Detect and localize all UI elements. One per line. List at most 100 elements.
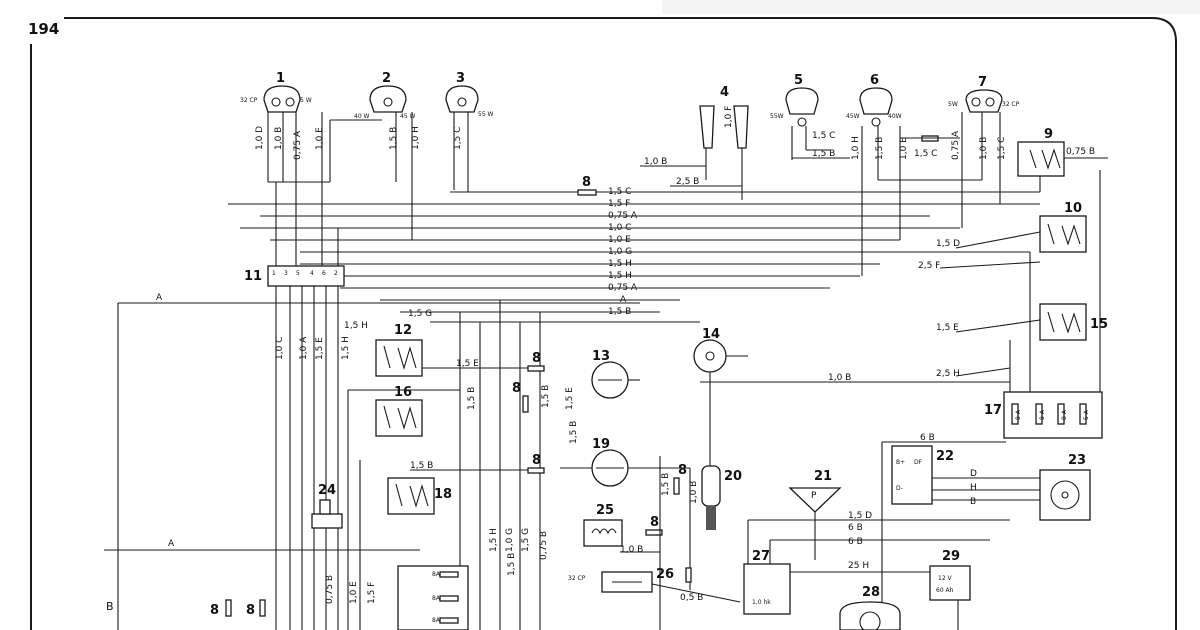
component-number: 14	[702, 327, 720, 342]
regulator-22: 22 B+ DF D- 6 B D H B	[881, 433, 1040, 630]
wire-label: 1,5 G	[408, 309, 432, 319]
wire-label: 25 H	[848, 561, 869, 571]
pin-label: 6	[322, 270, 326, 277]
fuse-box-17: 11 17 8 A 8 A 8 A 5 A	[984, 391, 1103, 439]
sender-14: 14	[693, 327, 748, 466]
lamp-2: 2 40 W 45 W 1,5 B 1,0 H	[329, 71, 421, 240]
component-number: 19	[592, 437, 610, 452]
component-number: 7	[978, 75, 987, 90]
wire-label: 1,0 C	[275, 337, 285, 360]
wire-label: 1,5 G	[521, 528, 531, 552]
wire-label: 1,5 H	[341, 336, 351, 360]
lamp-rating: 45W	[846, 113, 860, 120]
component-number: 27	[752, 549, 770, 564]
component-number: 8	[512, 381, 521, 396]
component-number: 29	[942, 549, 960, 564]
wire-label: 1,0 F	[724, 106, 734, 128]
wire-label: 0,75 B	[539, 531, 549, 560]
wire-label: D	[970, 469, 977, 479]
component-number: 13	[592, 349, 610, 364]
lamp-rating: 32 CP	[1002, 101, 1020, 108]
wire-label: 1,0 B	[689, 481, 699, 504]
fuse-rating: 8 A	[1039, 409, 1046, 420]
wire-label: 1,5 B	[541, 385, 551, 408]
wire-label: 1,5 C	[997, 137, 1007, 160]
component-number: 20	[724, 469, 742, 484]
component-number: 6	[870, 73, 879, 88]
bus-label: 1,5 B	[608, 307, 631, 317]
wire-label: 1,0 D	[255, 126, 265, 150]
wire-label: 1,5 E	[315, 337, 325, 360]
component-number: 8	[678, 463, 687, 478]
wire-label: 6 B	[848, 537, 863, 547]
component-number: 15	[1090, 317, 1108, 332]
wire-label: 0,75 A	[293, 130, 303, 160]
fuse-box-17-lower: 17 8A 8A 8A	[397, 565, 469, 630]
left-column-labels: 1,0 C 1,0 A 1,5 E 1,5 H	[275, 336, 351, 360]
wire-label: 1,5 E	[456, 359, 479, 369]
component-number: 8	[582, 175, 591, 190]
wire-label: 2,5 F	[918, 261, 940, 271]
wire-label: 1,0 B	[979, 137, 989, 160]
wire-label: 1,5 B	[875, 137, 885, 160]
wire-label: 1,0 B	[828, 373, 851, 383]
wire-label: 1,5 D	[936, 239, 960, 249]
wire-label: 0,75 B	[325, 575, 335, 604]
lamp-26: 26 32 CP 0,5 B	[568, 567, 741, 603]
component-number: 8	[650, 515, 659, 530]
lamp-3: 3 55 W 1,5 C	[445, 71, 494, 192]
wire-label: 1,0 B	[620, 545, 643, 555]
wire-label: 0,5 B	[680, 593, 703, 603]
wire-label: 1,5 D	[848, 511, 872, 521]
fuse-rating: 8A	[432, 595, 441, 602]
wire-label: 2,5 H	[936, 369, 960, 379]
component-25: 25 1,0 B	[583, 503, 660, 555]
gauge-label: P	[811, 491, 817, 501]
bus-label: 1,0 G	[608, 247, 632, 257]
pin-label: 1	[272, 270, 276, 277]
wire-label: 1,5 B	[507, 553, 517, 576]
bus-label: 1,0 E	[608, 235, 631, 245]
terminal-label: D-	[896, 485, 903, 492]
wire-label: 1,5 E	[565, 387, 575, 410]
switch-24: 24	[311, 483, 343, 529]
lamp-rating: 55 W	[478, 111, 494, 118]
coil-20: 20 1,0 B 1,5 B	[661, 465, 742, 530]
component-number: 17	[984, 403, 1002, 418]
wire-label: 0,75 B	[1066, 147, 1095, 157]
generator-23: 23	[1039, 453, 1091, 521]
component-number: 25	[596, 503, 614, 518]
lamp-rating: 55W	[770, 113, 784, 120]
fuse-rating: 8 A	[1015, 409, 1022, 420]
lamp-rating: 5 W	[300, 97, 312, 104]
relay-15: 15 1,5 E	[936, 303, 1108, 341]
wire-bus	[118, 191, 1040, 323]
lamp-rating: 40 W	[354, 113, 370, 120]
component-number: 8	[532, 351, 541, 366]
wire-label: 1,5 H	[489, 528, 499, 552]
lamp-1: 1 32 CP 5 W 1,0 D 1,0 B 0,75 A 1,0 E	[240, 71, 325, 182]
pin-label: 4	[310, 270, 314, 277]
bus-label: 1,5 C	[608, 187, 631, 197]
component-number: 18	[434, 487, 452, 502]
lamp-5: 5 55W 1,5 C 1,5 B	[770, 73, 850, 160]
battery-voltage: 12 V	[938, 575, 953, 582]
page-number: 194	[28, 20, 59, 38]
lower-left-labels: 0,75 B 1,0 E 1,5 F	[325, 575, 377, 604]
connector-10: 1 3 5 4 6 2	[267, 265, 345, 287]
fuses-8-bottom: 8 8	[210, 599, 266, 618]
wire-label: B	[106, 600, 114, 613]
wire-label: 1,5 C	[453, 127, 463, 150]
wire-label: A	[156, 293, 163, 303]
lamp-rating: 45 W	[400, 113, 416, 120]
wire-label: 1,0 H	[411, 126, 421, 150]
lamp-rating: 5W	[948, 101, 958, 108]
switch-4: 4 1,0 F 1,0 B 2,5 B	[640, 85, 749, 200]
bus-labels: 1,5 C 1,5 F 0,75 A 1,0 C 1,0 E 1,0 G 1,5…	[608, 187, 638, 317]
bus-label: 0,75 A	[608, 283, 638, 293]
lamp-rating: 40W	[888, 113, 902, 120]
fuse-rating: 8 A	[1061, 409, 1068, 420]
relay-12: 12 1,5 E	[375, 323, 540, 377]
wire-label: 1,5 C	[914, 149, 937, 159]
